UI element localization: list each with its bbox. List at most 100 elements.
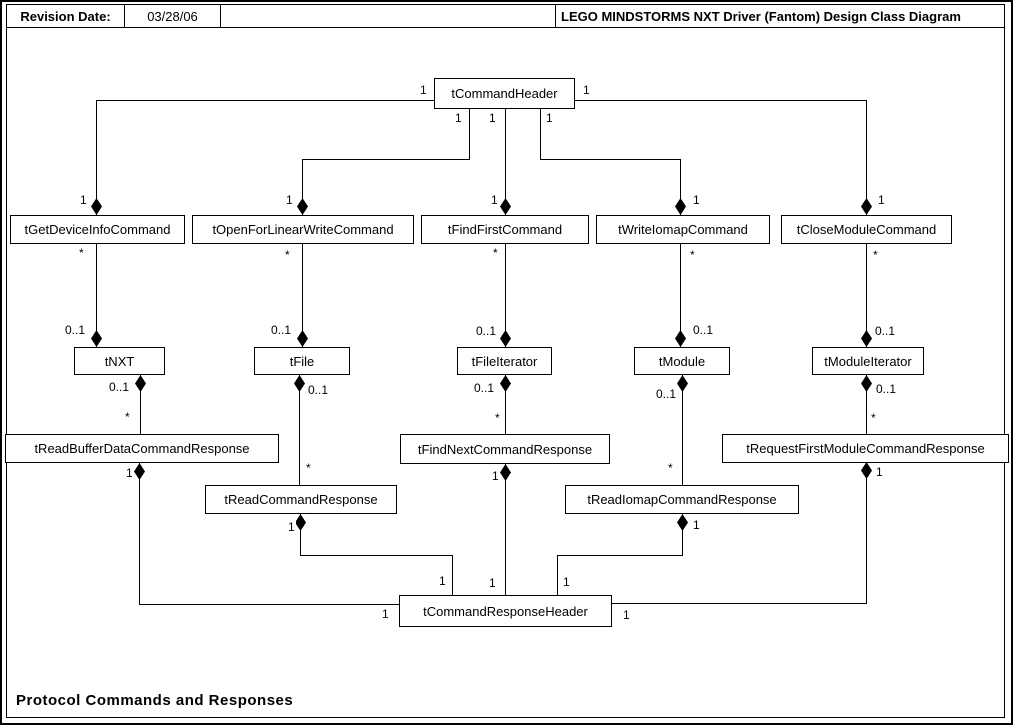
multiplicity-label: *	[492, 246, 499, 260]
revision-date-value: 03/28/06	[125, 5, 221, 27]
connector-line	[540, 109, 541, 160]
multiplicity-label: 0..1	[64, 323, 87, 337]
diagram-title: LEGO MINDSTORMS NXT Driver (Fantom) Desi…	[561, 8, 961, 24]
title-bar: Revision Date: 03/28/06 LEGO MINDSTORMS …	[6, 4, 1005, 28]
multiplicity-label: 0..1	[473, 381, 496, 395]
multiplicity-label: *	[305, 461, 312, 475]
multiplicity-label: 0..1	[475, 324, 498, 338]
class-box-find-next-command-response: tFindNextCommandResponse	[400, 434, 610, 464]
connector-line	[612, 603, 867, 604]
composition-diamond-icon	[677, 514, 688, 531]
connector-line	[505, 464, 506, 595]
connector-line	[302, 159, 303, 215]
connector-line	[682, 514, 683, 555]
connector-line	[540, 159, 681, 160]
class-box-command-header: tCommandHeader	[434, 78, 575, 109]
composition-diamond-icon	[861, 462, 872, 479]
composition-diamond-icon	[500, 375, 511, 392]
class-box-module: tModule	[634, 347, 730, 375]
multiplicity-label: 1	[79, 193, 88, 207]
connector-line	[866, 463, 867, 603]
multiplicity-label: 0..1	[655, 387, 678, 401]
composition-diamond-icon	[861, 330, 872, 347]
multiplicity-label: 1	[381, 607, 390, 621]
multiplicity-label: *	[284, 248, 291, 262]
class-box-nxt: tNXT	[74, 347, 165, 375]
connector-line	[302, 159, 470, 160]
composition-diamond-icon	[677, 375, 688, 392]
composition-diamond-icon	[675, 330, 686, 347]
class-box-module-iterator: tModuleIterator	[812, 347, 924, 375]
multiplicity-label: 0..1	[108, 380, 131, 394]
multiplicity-label: 0..1	[307, 383, 330, 397]
class-box-read-buffer-data-command-response: tReadBufferDataCommandResponse	[5, 434, 279, 463]
connector-line	[866, 100, 867, 215]
composition-diamond-icon	[297, 198, 308, 215]
class-box-open-for-linear-write-command: tOpenForLinearWriteCommand	[192, 215, 414, 244]
multiplicity-label: 1	[287, 520, 296, 534]
composition-diamond-icon	[500, 198, 511, 215]
class-box-read-command-response: tReadCommandResponse	[205, 485, 397, 514]
class-box-get-device-info-command: tGetDeviceInfoCommand	[10, 215, 185, 244]
multiplicity-label: 1	[454, 111, 463, 125]
connector-line	[680, 244, 681, 347]
class-box-file-iterator: tFileIterator	[457, 347, 552, 375]
multiplicity-label: *	[872, 248, 879, 262]
composition-diamond-icon	[134, 463, 145, 480]
connector-line	[302, 244, 303, 347]
multiplicity-label: 1	[438, 574, 447, 588]
class-box-find-first-command: tFindFirstCommand	[421, 215, 589, 244]
connector-line	[505, 109, 506, 215]
multiplicity-label: *	[124, 410, 131, 424]
multiplicity-label: 1	[285, 193, 294, 207]
multiplicity-label: 0..1	[270, 323, 293, 337]
multiplicity-label: 0..1	[692, 323, 715, 337]
multiplicity-label: 1	[545, 111, 554, 125]
multiplicity-label: 1	[692, 518, 701, 532]
multiplicity-label: 1	[875, 465, 884, 479]
connector-line	[505, 375, 506, 434]
title-bar-spacer	[221, 5, 556, 27]
class-box-write-iomap-command: tWriteIomapCommand	[596, 215, 770, 244]
composition-diamond-icon	[91, 198, 102, 215]
diagram-caption: Protocol Commands and Responses	[16, 692, 294, 709]
connector-line	[452, 555, 453, 595]
class-box-command-response-header: tCommandResponseHeader	[399, 595, 612, 627]
composition-diamond-icon	[294, 375, 305, 392]
connector-line	[140, 375, 141, 434]
connector-line	[96, 100, 97, 215]
multiplicity-label: *	[78, 246, 85, 260]
multiplicity-label: *	[689, 248, 696, 262]
multiplicity-label: 1	[125, 466, 134, 480]
multiplicity-label: 0..1	[874, 324, 897, 338]
connector-line	[96, 244, 97, 347]
multiplicity-label: 1	[488, 111, 497, 125]
connector-line	[866, 375, 867, 434]
composition-diamond-icon	[675, 198, 686, 215]
connector-line	[680, 159, 681, 215]
multiplicity-label: 1	[562, 575, 571, 589]
composition-diamond-icon	[295, 514, 306, 531]
multiplicity-label: 1	[419, 83, 428, 97]
multiplicity-label: 1	[877, 193, 886, 207]
connector-line	[96, 100, 434, 101]
multiplicity-label: 1	[622, 608, 631, 622]
connector-line	[505, 244, 506, 347]
composition-diamond-icon	[861, 375, 872, 392]
composition-diamond-icon	[297, 330, 308, 347]
multiplicity-label: 1	[582, 83, 591, 97]
connector-line	[300, 514, 301, 555]
connector-line	[299, 375, 300, 485]
multiplicity-label: 0..1	[875, 382, 898, 396]
class-box-close-module-command: tCloseModuleCommand	[781, 215, 952, 244]
connector-line	[682, 375, 683, 485]
multiplicity-label: 1	[490, 193, 499, 207]
connector-line	[139, 463, 140, 604]
composition-diamond-icon	[500, 464, 511, 481]
revision-date-label: Revision Date:	[7, 5, 125, 27]
connector-line	[469, 109, 470, 160]
multiplicity-label: 1	[692, 193, 701, 207]
composition-diamond-icon	[861, 198, 872, 215]
connector-line	[300, 555, 453, 556]
